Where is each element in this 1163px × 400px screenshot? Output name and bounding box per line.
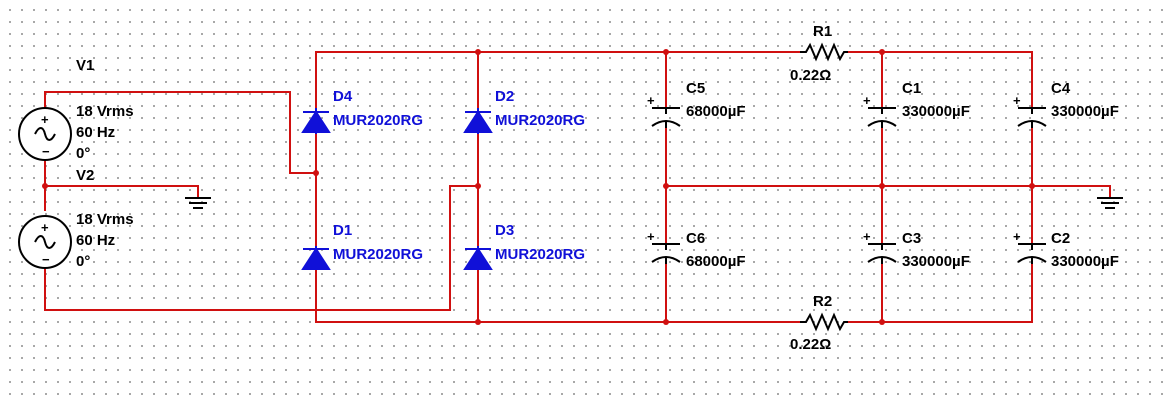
junction-node — [879, 49, 885, 55]
source-v2-phase: 0° — [76, 253, 90, 270]
junctions — [42, 49, 1035, 325]
capacitor-c6-value: 68000µF — [686, 253, 746, 270]
junction-node — [663, 183, 669, 189]
junction-node — [1029, 183, 1035, 189]
capacitor-c2-value: 330000µF — [1051, 253, 1119, 270]
capacitor-c1-name: C1 — [902, 80, 921, 97]
diode-d2-name: D2 — [495, 88, 514, 105]
junction-node — [313, 170, 319, 176]
capacitor-c5[interactable]: + — [647, 93, 681, 128]
diode-d4[interactable] — [301, 108, 331, 134]
junction-node — [475, 49, 481, 55]
svg-text:−: − — [42, 252, 50, 267]
junction-node — [42, 183, 48, 189]
source-v1-phase: 0° — [76, 145, 90, 162]
junction-node — [663, 49, 669, 55]
resistor-icon — [800, 42, 848, 62]
capacitor-c6[interactable]: + — [647, 229, 681, 264]
source-v2-voltage: 18 Vrms — [76, 211, 134, 228]
diode-d3-part: MUR2020RG — [495, 246, 585, 263]
diode-icon — [301, 247, 331, 270]
svg-text:+: + — [41, 220, 49, 235]
svg-text:−: − — [42, 144, 50, 159]
wire-v1-top[interactable] — [44, 91, 317, 174]
resistor-r2-name: R2 — [813, 293, 832, 310]
diode-d4-part: MUR2020RG — [333, 112, 423, 129]
svg-text:+: + — [863, 229, 871, 244]
resistor-r2-value: 0.22Ω — [790, 336, 831, 353]
wire-v2-bottom[interactable] — [44, 185, 479, 311]
capacitor-c2[interactable]: + — [1013, 229, 1047, 264]
svg-text:+: + — [1013, 93, 1021, 108]
diode-d2-part: MUR2020RG — [495, 112, 585, 129]
diode-d4-name: D4 — [333, 88, 353, 105]
source-v1-name: V1 — [76, 57, 94, 74]
source-v2-frequency: 60 Hz — [76, 232, 115, 249]
ground-icon[interactable] — [185, 197, 211, 209]
junction-node — [663, 319, 669, 325]
source-v2-name: V2 — [76, 167, 94, 184]
capacitor-c4[interactable]: + — [1013, 93, 1047, 128]
junction-node — [879, 183, 885, 189]
diode-d3[interactable] — [463, 246, 493, 270]
svg-text:+: + — [41, 112, 49, 127]
svg-text:+: + — [1013, 229, 1021, 244]
capacitor-c5-value: 68000µF — [686, 103, 746, 120]
resistor-r1[interactable] — [800, 42, 848, 62]
junction-node — [475, 183, 481, 189]
diode-d2[interactable] — [463, 108, 493, 134]
source-v1-voltage: 18 Vrms — [76, 103, 134, 120]
ground-icon[interactable] — [1097, 197, 1123, 209]
capacitor-c4-value: 330000µF — [1051, 103, 1119, 120]
svg-text:+: + — [647, 93, 655, 108]
capacitor-c3[interactable]: + — [863, 229, 897, 264]
capacitor-c1[interactable]: + — [863, 93, 897, 128]
diode-d1-part: MUR2020RG — [333, 246, 423, 263]
resistor-icon — [800, 312, 848, 332]
resistor-r1-name: R1 — [813, 23, 832, 40]
ac-source-v2[interactable]: + − — [18, 215, 72, 269]
svg-text:+: + — [863, 93, 871, 108]
diode-icon — [463, 110, 493, 133]
diode-d1-name: D1 — [333, 222, 352, 239]
resistor-r1-value: 0.22Ω — [790, 67, 831, 84]
capacitor-c5-name: C5 — [686, 80, 705, 97]
diode-icon — [301, 110, 331, 133]
junction-node — [879, 319, 885, 325]
diode-icon — [463, 247, 493, 270]
resistor-r2[interactable] — [800, 312, 848, 332]
capacitor-c6-name: C6 — [686, 230, 705, 247]
junction-node — [475, 319, 481, 325]
wires — [44, 51, 1111, 323]
diode-d1[interactable] — [301, 246, 331, 270]
diode-d3-name: D3 — [495, 222, 514, 239]
capacitor-c3-name: C3 — [902, 230, 921, 247]
capacitor-c2-name: C2 — [1051, 230, 1070, 247]
svg-text:+: + — [647, 229, 655, 244]
capacitor-c1-value: 330000µF — [902, 103, 970, 120]
capacitor-c3-value: 330000µF — [902, 253, 970, 270]
ac-source-v1[interactable]: + − — [18, 107, 72, 161]
capacitor-c4-name: C4 — [1051, 80, 1071, 97]
source-v1-frequency: 60 Hz — [76, 124, 115, 141]
